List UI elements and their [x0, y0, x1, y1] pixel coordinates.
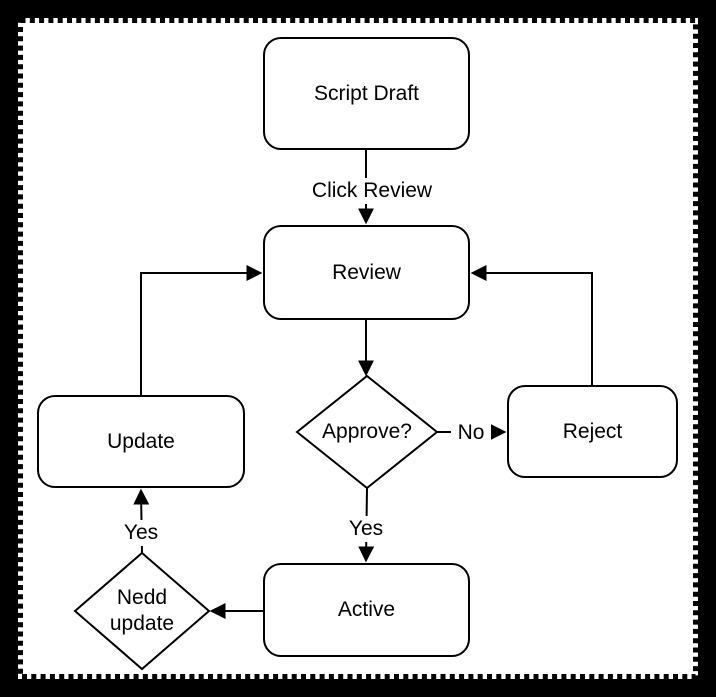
edge-update-review: [140, 265, 263, 395]
node-active-label: Active: [337, 598, 396, 621]
node-need-update-label: Nedd update: [77, 585, 207, 637]
node-reject: Reject: [507, 385, 678, 478]
node-review-label: Review: [332, 260, 401, 284]
node-update: Update: [37, 395, 245, 488]
node-approve-shape: [295, 374, 439, 490]
node-approve-label: Approve?: [322, 420, 412, 443]
node-update-label: Update: [107, 429, 175, 453]
node-need-update-label-line1: Nedd: [116, 586, 168, 609]
dashed-border: [18, 18, 698, 679]
node-script-draft-label: Script Draft: [313, 81, 420, 105]
node-need-update-shape: [73, 551, 211, 671]
edge-label-yes-update: Yes: [121, 520, 161, 546]
edge-label-click-review: Click Review: [303, 178, 441, 204]
node-reject-label: Reject: [562, 419, 623, 443]
node-active: Active: [263, 563, 470, 657]
node-need-update-label-line2: update: [109, 612, 175, 635]
edge-reject-review: [470, 265, 593, 385]
edge-label-no: No: [451, 420, 491, 446]
node-review: Review: [263, 225, 470, 320]
node-script-draft: Script Draft: [263, 37, 470, 150]
edge-label-yes-active: Yes: [346, 516, 386, 542]
